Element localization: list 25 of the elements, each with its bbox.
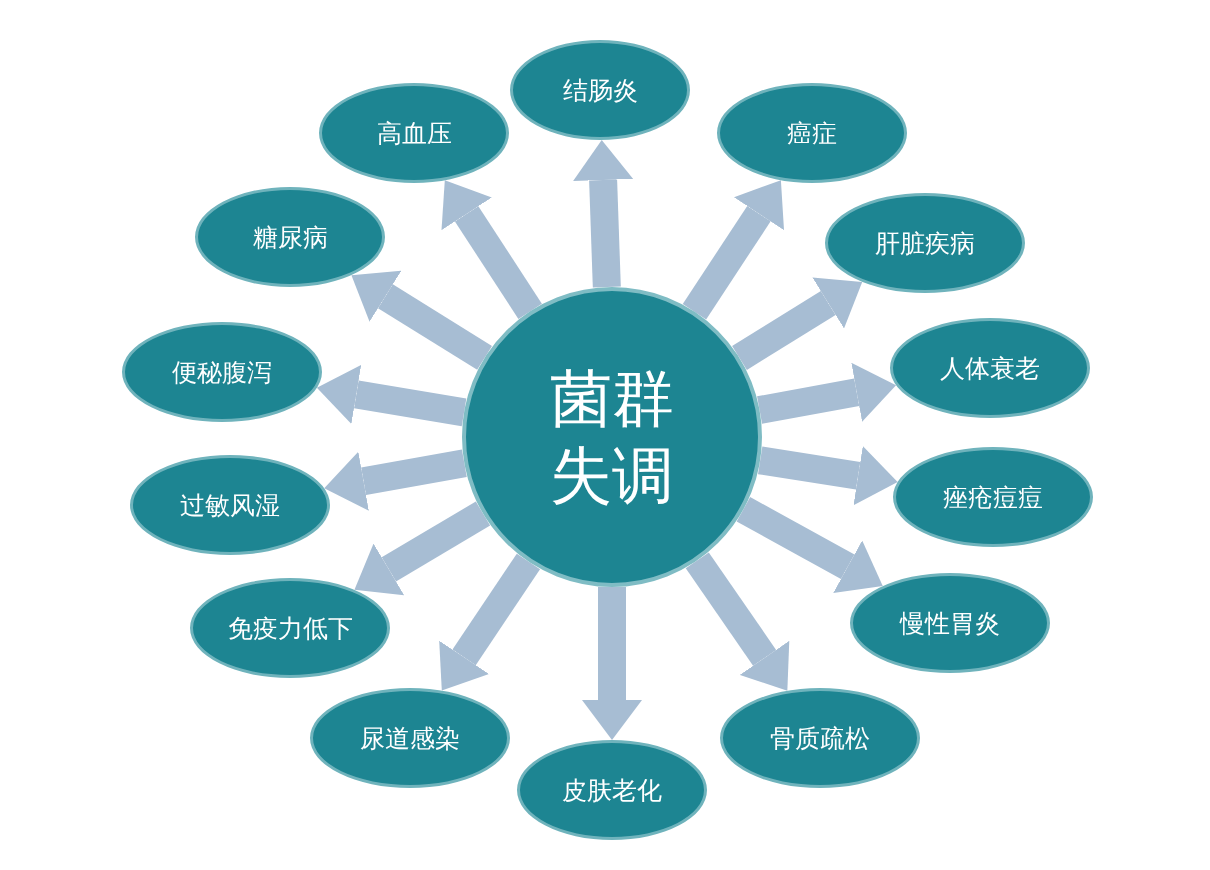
block-arrow	[351, 270, 492, 370]
block-arrow	[316, 364, 467, 427]
disease-oval: 人体衰老	[890, 318, 1090, 418]
disease-oval: 便秘腹泻	[122, 322, 322, 422]
disease-oval: 骨质疏松	[720, 688, 920, 788]
block-arrow	[736, 497, 883, 593]
disease-oval: 糖尿病	[195, 187, 385, 287]
disease-oval: 皮肤老化	[517, 740, 707, 840]
disease-oval: 肝脏疾病	[825, 193, 1025, 293]
disease-oval: 癌症	[717, 83, 907, 183]
block-arrow	[757, 362, 897, 424]
center-circle: 菌群失调	[462, 287, 762, 587]
disease-oval: 慢性胃炎	[850, 573, 1050, 673]
disease-oval: 结肠炎	[510, 40, 690, 140]
block-arrow	[573, 140, 634, 288]
disease-oval: 过敏风湿	[130, 455, 330, 555]
block-arrow	[732, 277, 863, 370]
block-arrow	[582, 587, 642, 740]
disease-oval: 尿道感染	[310, 688, 510, 788]
block-arrow	[757, 446, 898, 506]
disease-oval: 高血压	[319, 83, 509, 183]
disease-oval: 免疫力低下	[190, 578, 390, 678]
block-arrow	[354, 501, 491, 596]
disease-oval: 痤疮痘痘	[893, 447, 1093, 547]
block-arrow	[324, 449, 467, 511]
